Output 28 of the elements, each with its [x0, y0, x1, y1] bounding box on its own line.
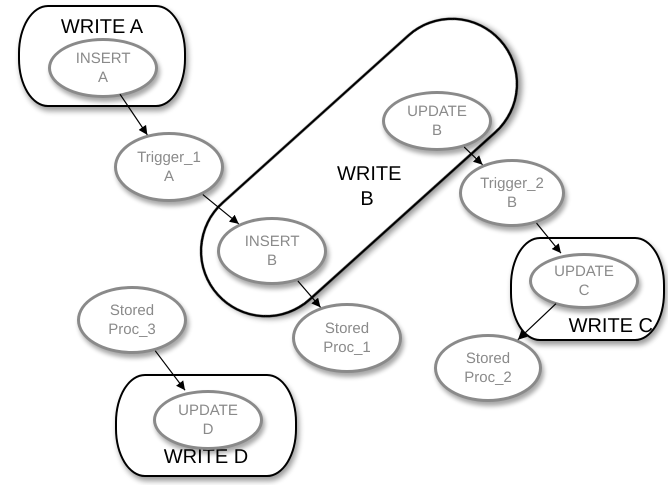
- process-ellipse: [459, 159, 565, 227]
- node-label: UPDATE D: [178, 400, 238, 440]
- node-label: Stored Proc_1: [323, 318, 371, 358]
- process-ellipse: [153, 390, 263, 450]
- node-label: INSERT A: [76, 48, 130, 88]
- container-title: WRITE A: [60, 17, 144, 37]
- arrow: [297, 280, 321, 308]
- process-ellipse: [529, 253, 639, 309]
- arrow: [464, 146, 483, 166]
- container-title: WRITE C: [568, 316, 653, 336]
- arrow: [536, 222, 562, 254]
- arrow: [119, 94, 148, 136]
- node-label: Stored Proc_3: [108, 300, 156, 340]
- container-box: [115, 374, 297, 477]
- node-label: INSERT B: [244, 232, 300, 270]
- container-box: [18, 5, 186, 107]
- container-title: WRITE D: [162, 447, 250, 467]
- container-box: [510, 237, 665, 341]
- node-label: UPDATE B: [407, 102, 467, 140]
- arrow: [202, 194, 240, 224]
- node-label: UPDATE C: [554, 262, 614, 300]
- node-label: Trigger_2 B: [480, 174, 544, 212]
- arrow: [517, 303, 556, 340]
- node-label: Trigger_1 A: [137, 148, 201, 186]
- node-label: Stored Proc_2: [464, 348, 512, 388]
- process-ellipse: [434, 334, 542, 402]
- arrow: [154, 350, 186, 391]
- process-ellipse: [292, 303, 402, 373]
